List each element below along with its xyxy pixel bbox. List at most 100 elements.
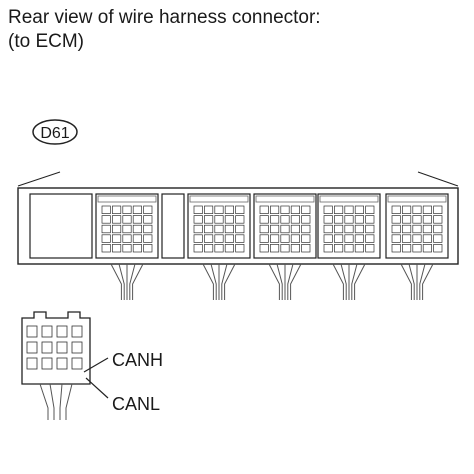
pin-cavity	[290, 205, 300, 214]
small-pin-cavity	[71, 357, 83, 370]
pin-cavity	[214, 205, 224, 214]
pin-cavity	[344, 244, 354, 253]
small-pin-cavity	[56, 325, 68, 338]
pin-cavity	[122, 205, 132, 214]
pin-block	[317, 193, 381, 259]
pin-cavity	[204, 205, 214, 214]
pin-cavity	[354, 224, 364, 234]
pin-cavity	[235, 234, 245, 243]
pin-cavity	[101, 224, 111, 234]
pin-cavity	[101, 215, 111, 224]
pin-cavity	[112, 224, 122, 234]
pin-cavity	[323, 244, 333, 253]
pin-cavity	[214, 215, 224, 224]
pin-cavity	[391, 224, 401, 234]
wire-bundle	[332, 263, 366, 300]
pin-cavity	[132, 244, 142, 253]
pin-cavity	[112, 205, 122, 214]
separator-cavity	[161, 193, 185, 259]
pin-cavity	[323, 205, 333, 214]
wire-bundle	[110, 263, 144, 300]
pin-cavity	[122, 244, 132, 253]
pin-cavity	[204, 244, 214, 253]
pin-label-canh: CANH	[112, 350, 163, 370]
pin-cavity	[433, 205, 443, 214]
pin-cavity	[290, 224, 300, 234]
pin-cavity	[280, 205, 290, 214]
pin-cavity	[391, 215, 401, 224]
pin-cavity	[323, 234, 333, 243]
empty-cavity	[29, 193, 93, 259]
main-connector	[17, 171, 459, 265]
pin-cavity	[334, 205, 344, 214]
pin-cavity	[433, 224, 443, 234]
pin-cavity	[402, 244, 412, 253]
pin-cavity	[365, 244, 375, 253]
title-line-1: Rear view of wire harness connector:	[8, 7, 321, 28]
title-line-2: (to ECM)	[8, 31, 84, 52]
pin-cavity	[422, 244, 432, 253]
pin-cavity	[193, 205, 203, 214]
diagram-title: Rear view of wire harness connector: (to…	[8, 6, 321, 54]
small-pin-cavity	[26, 325, 38, 338]
connector-id-label: D61	[40, 125, 69, 142]
pin-cavity	[143, 215, 153, 224]
pin-cavity	[112, 234, 122, 243]
pin-cavity	[433, 244, 443, 253]
pin-cavity	[259, 215, 269, 224]
pin-cavity	[301, 224, 311, 234]
pin-cavity	[132, 215, 142, 224]
pin-cavity	[365, 234, 375, 243]
pin-cavity	[214, 244, 224, 253]
small-pin-cavity	[71, 341, 83, 354]
pin-cavity	[354, 215, 364, 224]
pin-cavity	[290, 234, 300, 243]
wire-bundle	[400, 263, 434, 300]
pin-cavity	[334, 215, 344, 224]
pin-cavity	[112, 215, 122, 224]
pin-cavity	[290, 244, 300, 253]
pin-cavity	[422, 205, 432, 214]
pin-cavity	[259, 205, 269, 214]
pin-cavity	[412, 234, 422, 243]
pin-cavity	[391, 234, 401, 243]
small-pin-cavity	[41, 357, 53, 370]
pin-cavity	[101, 205, 111, 214]
pin-cavity	[224, 215, 234, 224]
pin-block	[385, 193, 449, 259]
pin-cavity	[301, 205, 311, 214]
pin-cavity	[122, 234, 132, 243]
pin-cavity	[323, 224, 333, 234]
pin-cavity	[214, 224, 224, 234]
pin-cavity	[334, 244, 344, 253]
pin-cavity	[224, 234, 234, 243]
pin-cavity	[422, 215, 432, 224]
pin-block	[95, 193, 159, 259]
pin-cavity	[280, 244, 290, 253]
pin-cavity	[290, 215, 300, 224]
pin-cavity	[235, 224, 245, 234]
pin-cavity	[224, 224, 234, 234]
pin-cavity	[101, 244, 111, 253]
pin-cavity	[259, 244, 269, 253]
pin-cavity	[235, 205, 245, 214]
pin-label-canl: CANL	[112, 394, 160, 414]
pin-cavity	[301, 215, 311, 224]
pin-cavity	[204, 215, 214, 224]
wire-bundle	[268, 263, 302, 300]
pin-cavity	[402, 224, 412, 234]
pin-cavity	[204, 224, 214, 234]
pin-cavity	[334, 224, 344, 234]
pin-cavity	[412, 205, 422, 214]
pin-cavity	[132, 205, 142, 214]
pin-cavity	[354, 244, 364, 253]
pin-cavity	[422, 234, 432, 243]
small-pin-cavity	[56, 341, 68, 354]
pin-cavity	[270, 224, 280, 234]
pin-cavity	[391, 244, 401, 253]
pin-cavity	[412, 244, 422, 253]
pin-cavity	[143, 205, 153, 214]
pin-cavity	[365, 205, 375, 214]
wire-bundles	[110, 263, 434, 300]
wire-bundle	[202, 263, 236, 300]
